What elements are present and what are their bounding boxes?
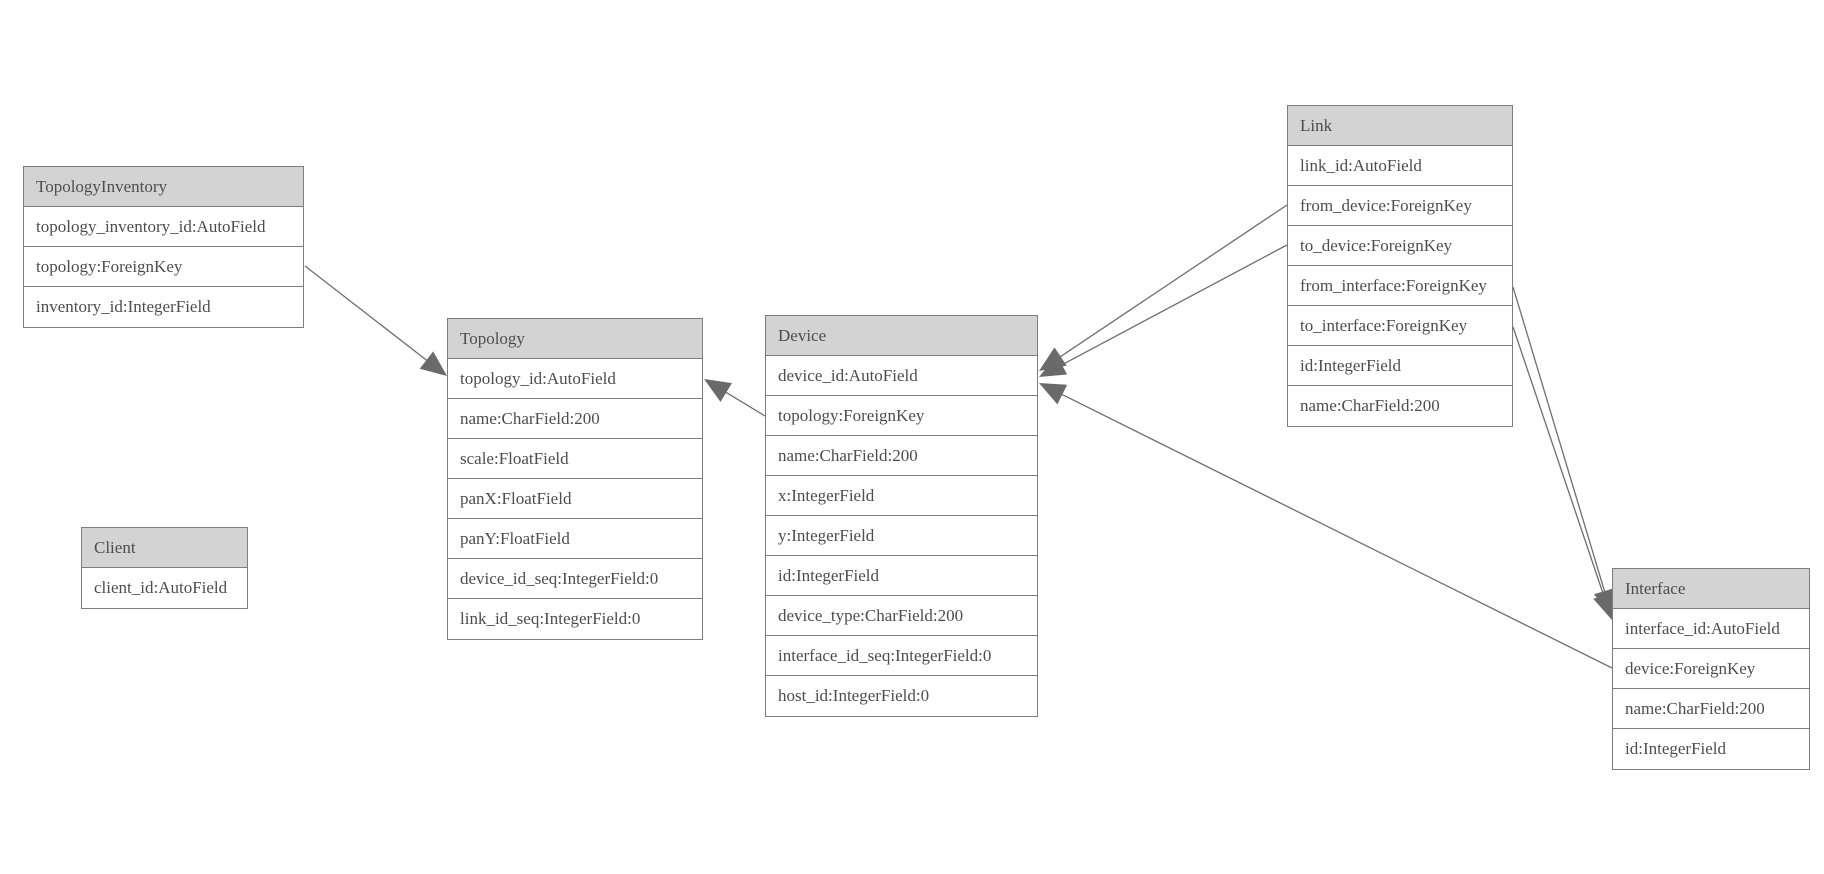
entity-field-row: scale:FloatField [448,439,702,479]
entity-field-row: interface_id:AutoField [1613,609,1809,649]
entity-field-row: panX:FloatField [448,479,702,519]
relationship-line-interface-device-to-device [1061,393,1613,669]
entity-field-row: id:IntegerField [766,556,1037,596]
entity-field-row: name:CharField:200 [1613,689,1809,729]
entity-field-row: device_id:AutoField [766,356,1037,396]
relationship-line-link-from-device-to-device [1060,204,1288,358]
arrowhead-icon [1039,383,1068,405]
arrowhead-icon [1039,347,1067,371]
entity-table-title-topology: Topology [448,319,702,359]
entity-table-title-client: Client [82,528,247,568]
entity-field-row: panY:FloatField [448,519,702,559]
arrowhead-icon [419,351,447,376]
entity-field-row: name:CharField:200 [448,399,702,439]
entity-field-row: client_id:AutoField [82,568,247,608]
entity-field-row: topology:ForeignKey [766,396,1037,436]
relationship-line-device-topology-to-topology [725,391,766,417]
entity-field-row: topology_inventory_id:AutoField [24,207,303,247]
arrowhead-icon [704,379,732,402]
entity-table-title-link: Link [1288,106,1512,146]
relationship-line-link-to-device-to-device [1061,244,1288,366]
entity-table-topology-inventory: TopologyInventory topology_inventory_id:… [23,166,304,328]
entity-table-title-topology-inventory: TopologyInventory [24,167,303,207]
entity-field-row: device_id_seq:IntegerField:0 [448,559,702,599]
entity-field-row: device_type:CharField:200 [766,596,1037,636]
entity-field-row: name:CharField:200 [766,436,1037,476]
entity-field-row: link_id_seq:IntegerField:0 [448,599,702,639]
arrowhead-icon [1593,591,1615,620]
entity-field-row: id:IntegerField [1288,346,1512,386]
entity-field-row: host_id:IntegerField:0 [766,676,1037,716]
entity-field-row: y:IntegerField [766,516,1037,556]
relationship-line-link-to-interface-to-interface [1512,326,1605,596]
entity-field-row: topology:ForeignKey [24,247,303,287]
entity-field-row: x:IntegerField [766,476,1037,516]
entity-field-row: name:CharField:200 [1288,386,1512,426]
relationship-line-topologyinventory-topology-to-topology [304,265,427,361]
entity-table-client: Client client_id:AutoField [81,527,248,609]
entity-field-row: inventory_id:IntegerField [24,287,303,327]
entity-field-row: to_device:ForeignKey [1288,226,1512,266]
entity-field-row: from_device:ForeignKey [1288,186,1512,226]
entity-field-row: interface_id_seq:IntegerField:0 [766,636,1037,676]
entity-field-row: device:ForeignKey [1613,649,1809,689]
entity-table-title-device: Device [766,316,1037,356]
entity-table-title-interface: Interface [1613,569,1809,609]
entity-field-row: link_id:AutoField [1288,146,1512,186]
entity-field-row: id:IntegerField [1613,729,1809,769]
arrowhead-icon [1039,355,1068,377]
entity-field-row: from_interface:ForeignKey [1288,266,1512,306]
entity-field-row: topology_id:AutoField [448,359,702,399]
relationship-line-link-from-interface-to-interface [1512,286,1606,592]
entity-field-row: to_interface:ForeignKey [1288,306,1512,346]
